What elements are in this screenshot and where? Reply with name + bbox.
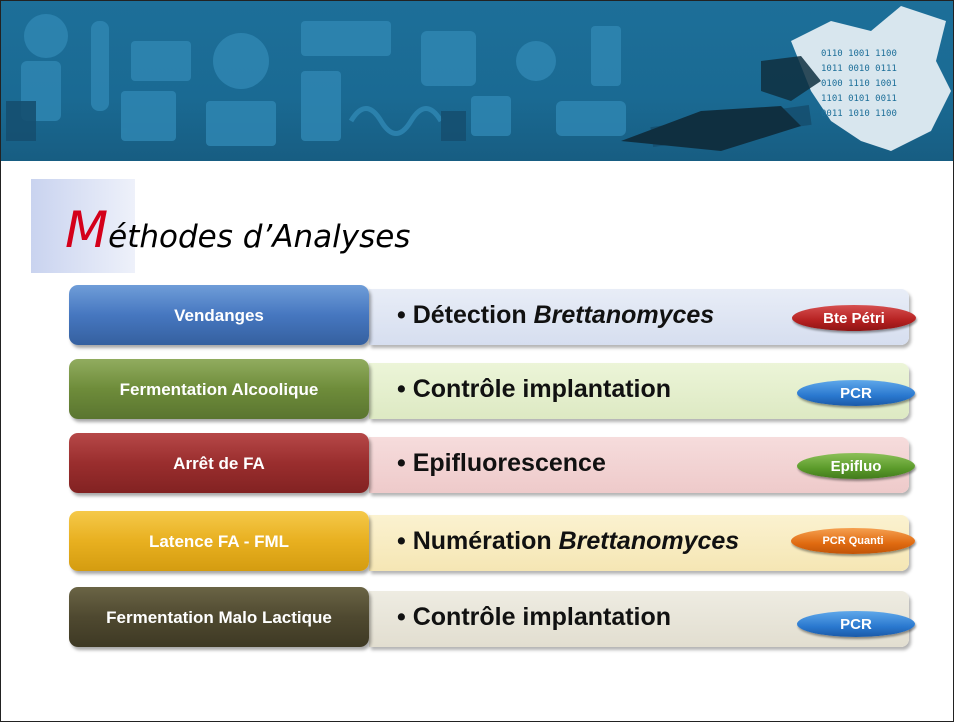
method-text: • Contrôle implantation xyxy=(397,374,672,403)
banner-illustration: 0110 1001 1100 1011 0010 0111 0100 1110 … xyxy=(6,6,951,151)
stage-label: Fermentation Alcoolique xyxy=(119,379,319,399)
method-main: Contrôle implantation xyxy=(412,374,672,403)
method-text: • Contrôle implantation xyxy=(397,602,672,631)
row-vendanges: Vendanges • Détection Brettanomyces Bte … xyxy=(69,285,949,349)
svg-text:1101 0101 0011: 1101 0101 0011 xyxy=(821,94,897,104)
method-text: • Détection Brettanomyces xyxy=(397,300,715,329)
method-italic: Brettanomyces xyxy=(533,300,715,329)
method-text: • Numération Brettanomyces xyxy=(397,526,740,555)
technique-pill: Epifluo xyxy=(797,453,915,479)
stage-label: Arrêt de FA xyxy=(173,453,265,473)
stage-label-box: Fermentation Alcoolique xyxy=(69,359,369,419)
row-fermentation-malo-lactique: Fermentation Malo Lactique • Contrôle im… xyxy=(69,587,949,651)
method-main: Contrôle implantation xyxy=(412,602,672,631)
svg-text:0100 1110 1001: 0100 1110 1001 xyxy=(821,79,897,89)
stage-label-box: Latence FA - FML xyxy=(69,511,369,571)
technique-pill: PCR xyxy=(797,611,915,637)
row-arret-fa: Arrêt de FA • Epifluorescence Epifluo xyxy=(69,433,949,497)
technique-pill: PCR Quanti xyxy=(791,528,915,554)
stage-label-box: Fermentation Malo Lactique xyxy=(69,587,369,647)
stage-label-box: Arrêt de FA xyxy=(69,433,369,493)
technique-pill: Bte Pétri xyxy=(792,305,916,331)
method-main: Détection xyxy=(412,300,527,329)
method-text: • Epifluorescence xyxy=(397,448,606,477)
stage-label: Vendanges xyxy=(174,305,264,325)
technique-pill: PCR xyxy=(797,380,915,406)
stage-label: Latence FA - FML xyxy=(148,531,290,551)
method-main: Numération xyxy=(412,526,552,555)
row-latence-fa-fml: Latence FA - FML • Numération Brettanomy… xyxy=(69,511,949,575)
header-banner: 0110 1001 1100 1011 0010 0111 0100 1110 … xyxy=(1,1,953,161)
svg-text:1011 0010 0111: 1011 0010 0111 xyxy=(821,64,897,74)
page-title: Méthodes d’Analyses xyxy=(65,201,410,259)
stage-label: Fermentation Malo Lactique xyxy=(106,607,332,627)
method-main: Epifluorescence xyxy=(412,448,606,477)
svg-text:0110 1001 1100: 0110 1001 1100 xyxy=(821,49,897,59)
stage-label-box: Vendanges xyxy=(69,285,369,345)
title-rest: éthodes d’Analyses xyxy=(108,219,411,255)
row-fermentation-alcoolique: Fermentation Alcoolique • Contrôle impla… xyxy=(69,359,949,423)
title-accent-square xyxy=(31,179,135,273)
method-italic: Brettanomyces xyxy=(558,526,740,555)
title-first-letter: M xyxy=(65,201,109,259)
svg-text:0011 1010 1100: 0011 1010 1100 xyxy=(821,109,897,119)
